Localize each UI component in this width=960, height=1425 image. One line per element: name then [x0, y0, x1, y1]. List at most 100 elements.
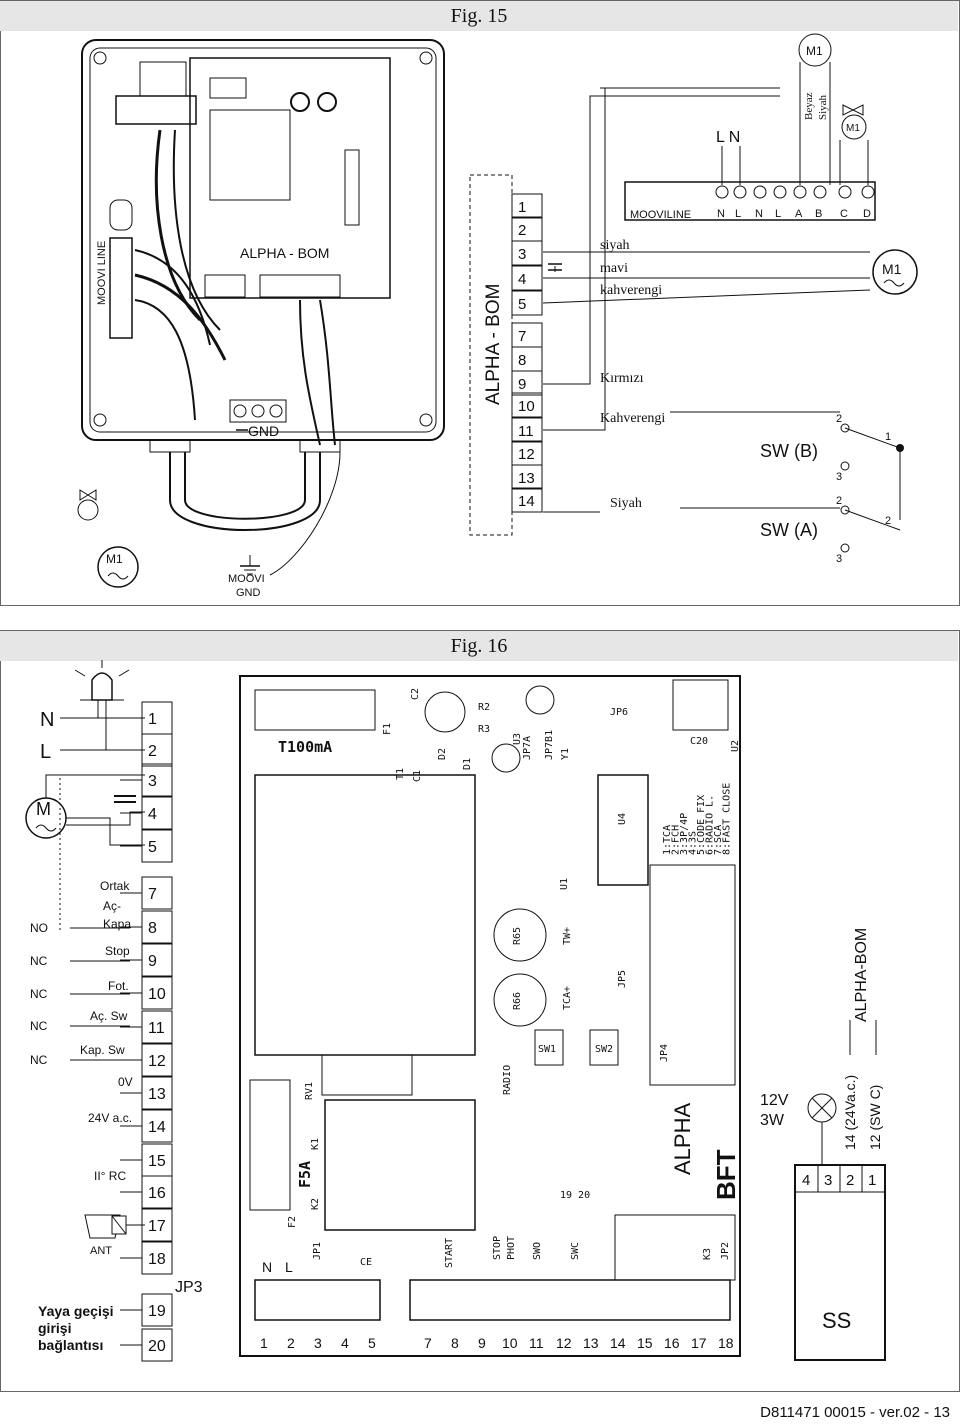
- board-label-stop: STOP: [492, 1236, 503, 1260]
- board-label-u2: U2: [730, 740, 741, 752]
- board-label-sw1: SW1: [538, 1044, 556, 1055]
- terminal-9: 9: [518, 376, 526, 393]
- dip-legend-3: 3:3P/4P: [679, 813, 690, 855]
- svg-text:M1: M1: [106, 552, 123, 566]
- alpha-bom-dashed-box: [469, 174, 513, 536]
- board-label-k1: K1: [310, 1138, 321, 1150]
- bottom-n: N: [262, 1259, 272, 1275]
- terminal-2: 2: [518, 222, 526, 239]
- mooviline-terminal-l: L: [775, 208, 781, 220]
- terminal-3: 3: [148, 773, 157, 790]
- bottom-terminal-16: 16: [664, 1335, 680, 1351]
- motor-m1-icon-bottom: M1: [97, 546, 139, 588]
- board-label-k3: K3: [702, 1248, 713, 1260]
- terminal-5: 5: [148, 839, 157, 856]
- fuse-t100ma: T100mA: [278, 738, 332, 756]
- terminal-20: 20: [148, 1338, 166, 1355]
- svg-text:M1: M1: [806, 44, 823, 58]
- board-label-c2: C2: [410, 688, 421, 700]
- sw-a-label: SW (A): [760, 520, 818, 540]
- sw-b-label: SW (B): [760, 441, 818, 461]
- ss-terminal-1: 1: [868, 1172, 876, 1189]
- mooviline-block: [624, 181, 876, 221]
- board-label-start: START: [444, 1238, 455, 1268]
- ss-label: SS: [822, 1308, 851, 1333]
- control-board: [239, 675, 741, 1357]
- terminal-1: 1: [518, 199, 526, 216]
- flashing-lamp-icon: [74, 660, 130, 701]
- board-label-t1: T1: [395, 768, 406, 780]
- wire-siyah: siyah: [600, 238, 630, 253]
- pedestrian-line-1: Yaya geçişi: [38, 1303, 114, 1319]
- board-label-f2: F2: [287, 1216, 298, 1228]
- ln-label: L N: [716, 129, 740, 146]
- svg-text:2: 2: [836, 495, 842, 507]
- bottom-terminal-14: 14: [610, 1335, 626, 1351]
- terminal-10: 10: [148, 986, 166, 1003]
- lamp-icon: [807, 1093, 837, 1165]
- terminal-5: 5: [518, 296, 526, 313]
- bottom-terminal-10: 10: [502, 1335, 518, 1351]
- input-label-6: Kap. Sw: [80, 1043, 125, 1057]
- ss-terminal-4: 4: [802, 1172, 810, 1189]
- dip-legend-4: 4:3S: [688, 831, 699, 855]
- board-label-d1: D1: [462, 758, 473, 770]
- jp3-label: JP3: [175, 1279, 203, 1296]
- motor-m1-icon-top: M1 M1: [798, 33, 867, 140]
- bottom-terminal-11: 11: [529, 1335, 544, 1351]
- terminal-18: 18: [148, 1251, 166, 1268]
- terminal-15: 15: [148, 1153, 166, 1170]
- board-label-c20: C20: [690, 736, 708, 747]
- alpha-bom-vertical-label: ALPHA - BOM: [483, 284, 504, 405]
- terminal-11: 11: [148, 1020, 165, 1037]
- board-label-jp7b1: JP7B1: [544, 730, 555, 760]
- board-label-u3: U3: [512, 733, 523, 745]
- figure-15-diagram: ALPHA - BOM MOOVI LINE GND M1 MOOVI GND: [77, 33, 918, 599]
- board-label-k2: K2: [310, 1198, 321, 1210]
- gnd-label: GND: [248, 423, 279, 439]
- input-label-1: Aç-: [103, 899, 121, 913]
- bottom-terminal-1: 1: [260, 1335, 268, 1351]
- terminal-7: 7: [148, 886, 157, 903]
- alpha-bom-board-label: ALPHA - BOM: [240, 245, 329, 261]
- svg-text:3: 3: [836, 471, 842, 483]
- bottom-terminal-18: 18: [718, 1335, 734, 1351]
- terminal-9: 9: [148, 953, 157, 970]
- bottom-terminal-7: 7: [424, 1335, 432, 1351]
- dip-legend-8: 8:FAST CLOSE: [722, 783, 733, 855]
- bft-logo: BFT: [711, 1149, 741, 1200]
- board-label-phot: PHOT: [506, 1236, 517, 1260]
- moovi-line-terminal: [109, 237, 133, 339]
- terminal-4: 4: [518, 271, 526, 288]
- bottom-terminal-5: 5: [368, 1335, 376, 1351]
- bottom-terminal-4: 4: [341, 1335, 349, 1351]
- board-label-y1: Y1: [560, 748, 571, 760]
- board-label-r66: R66: [512, 992, 523, 1010]
- dip-legend-2: 2:FCH: [671, 825, 682, 855]
- bottom-terminal-8: 8: [451, 1335, 459, 1351]
- dip-legend-6: 6:RADIO L.: [705, 795, 716, 855]
- terminal-12: 12: [148, 1053, 166, 1070]
- dip-legend-5: 5:CODE FIX: [696, 795, 707, 855]
- alpha-bom-board: [189, 57, 391, 299]
- board-label-jp2: JP2: [720, 1242, 731, 1260]
- label-swc: 12 (SW C): [867, 1085, 883, 1150]
- board-label-swc: SWC: [570, 1242, 581, 1260]
- mooviline-terminal-a: A: [795, 208, 803, 220]
- ss-terminal-2: 2: [846, 1172, 854, 1189]
- moovi-gnd-label-1: MOOVI: [228, 573, 265, 585]
- terminal-10: 10: [518, 398, 535, 415]
- terminal-7: 7: [518, 328, 526, 345]
- pedestrian-line-2: girişi: [38, 1320, 71, 1336]
- input-label-9: II° RC: [94, 1169, 126, 1183]
- terminal-19: 19: [148, 1303, 166, 1320]
- mooviline-terminal-n: N: [755, 208, 763, 220]
- motor-m1-icon-left: [77, 489, 99, 521]
- terminal-3: 3: [518, 246, 526, 263]
- contact-nc-3: NC: [30, 1019, 48, 1033]
